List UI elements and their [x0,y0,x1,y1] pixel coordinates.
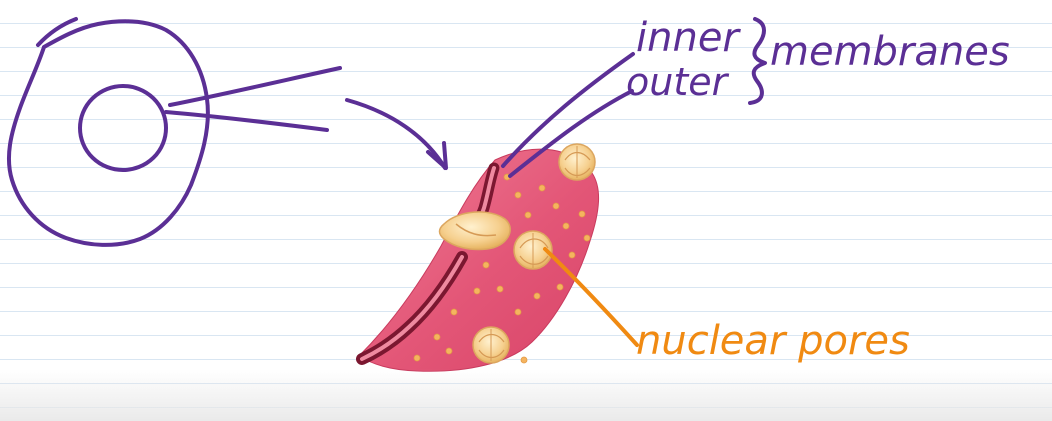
nuclear-pores-pointer-line [543,247,639,347]
curved-arrow [345,98,447,170]
nuclear-pore-bottom [472,326,510,364]
membrane-illustration [356,143,600,372]
nuclear-pore-middle [513,230,553,270]
membrane-texture-dots [413,173,591,364]
membranes-brace [748,17,767,105]
cell-sketch [6,17,210,247]
curved-arrow-head [426,141,448,170]
cell-outline-start-stroke [36,17,78,47]
inner-label: inner [636,15,741,61]
nucleus-circle [78,84,168,172]
membrane-light-channel-bottom [360,255,464,361]
outer-pointer-line [508,89,634,178]
zoom-line-bottom [164,110,329,132]
nuclear-pores-label: nuclear pores [636,318,910,364]
membranes-label: membranes [770,29,1010,75]
nuclear-pore-side-1 [438,211,511,251]
zoom-line-top [168,66,342,107]
outer-label: outer [626,60,730,104]
nuclear-pore-top [558,143,596,181]
bottom-fade [0,369,1052,421]
inner-pointer-line [501,52,635,168]
cell-outline [6,19,210,247]
